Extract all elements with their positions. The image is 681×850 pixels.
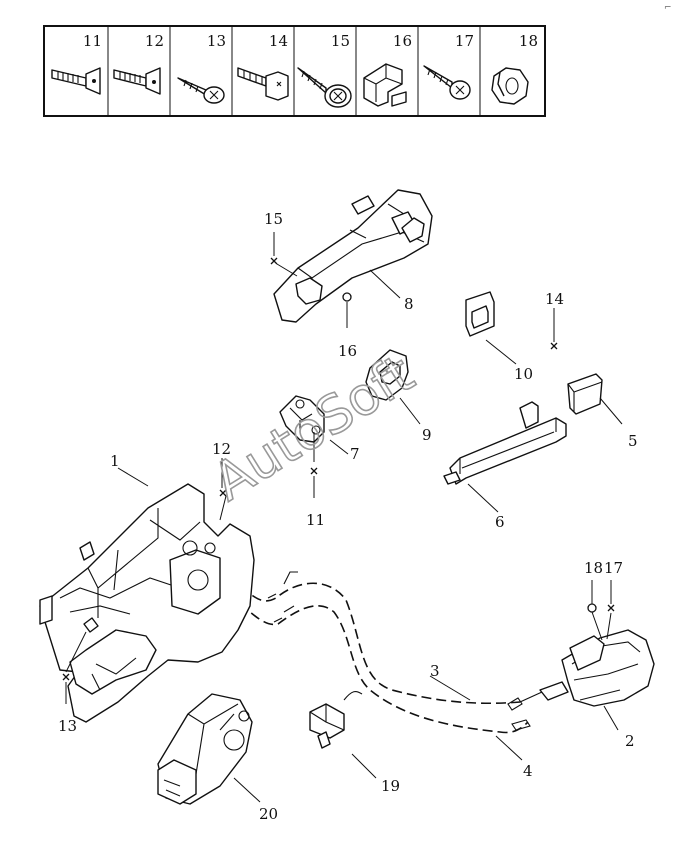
callout-6: 6 (495, 513, 505, 531)
table-header-15: 15 (331, 32, 350, 50)
callout-9: 9 (422, 426, 432, 444)
flange-bolt-icon (237, 67, 289, 101)
part-19-clip (309, 690, 363, 749)
table-header-13: 13 (207, 32, 226, 50)
callout-5: 5 (628, 432, 638, 450)
corner-mark: ⌐ (664, 3, 672, 13)
part-6-outer-handle (443, 401, 567, 485)
callout-12: 12 (212, 440, 231, 458)
callout-11: 11 (306, 511, 325, 529)
callouts: 1 2 3 4 5 6 7 8 9 10 11 12 13 14 15 16 1… (58, 210, 638, 823)
screw-mark-15 (270, 257, 278, 265)
callout-7: 7 (350, 445, 360, 463)
clip-icon (363, 63, 407, 107)
screw-mark-11 (310, 467, 318, 475)
part-8-handle-carrier (273, 189, 433, 323)
cable-3 (227, 577, 521, 705)
part-2-handle-frame (507, 629, 655, 731)
callout-20: 20 (259, 805, 278, 823)
table-header-18: 18 (519, 32, 538, 50)
push-nut-icon (491, 67, 529, 105)
flat-head-bolt-icon (51, 67, 101, 95)
callout-17: 17 (604, 559, 623, 577)
callout-16: 16 (338, 342, 357, 360)
screw-mark-17 (607, 604, 615, 612)
callout-15: 15 (264, 210, 283, 228)
part-10-small-gasket (465, 291, 495, 337)
callout-8: 8 (404, 295, 414, 313)
tapping-screw-icon (423, 65, 471, 100)
nut-mark-18 (587, 603, 597, 613)
self-tapping-screw-icon (177, 77, 225, 104)
part-1-door-latch (39, 483, 255, 723)
screw-mark-12 (219, 489, 227, 497)
table-header-11: 11 (83, 32, 102, 50)
screw-mark-13 (62, 673, 70, 681)
callout-3: 3 (430, 662, 440, 680)
cables (227, 571, 529, 734)
leader-lines (65, 232, 623, 803)
fastener-table: 11 12 13 14 15 16 17 18 (43, 25, 546, 117)
callout-19: 19 (381, 777, 400, 795)
nut-mark-16 (342, 292, 352, 302)
callout-4: 4 (523, 762, 533, 780)
part-7-bracket (279, 395, 325, 443)
cable-4 (227, 593, 529, 734)
washer-screw-icon (297, 67, 352, 108)
part-20-actuator (157, 693, 253, 805)
callout-18: 18 (584, 559, 603, 577)
callout-1: 1 (110, 452, 120, 470)
callout-10: 10 (514, 365, 533, 383)
flat-head-bolt-icon (113, 67, 161, 95)
table-header-17: 17 (455, 32, 474, 50)
part-9-gasket (365, 349, 409, 401)
screw-mark-14 (550, 342, 558, 350)
callout-2: 2 (625, 732, 635, 750)
callout-14: 14 (545, 290, 564, 308)
table-header-12: 12 (145, 32, 164, 50)
callout-13: 13 (58, 717, 77, 735)
part-5-handle-cap (567, 373, 603, 415)
table-header-16: 16 (393, 32, 412, 50)
table-header-14: 14 (269, 32, 288, 50)
